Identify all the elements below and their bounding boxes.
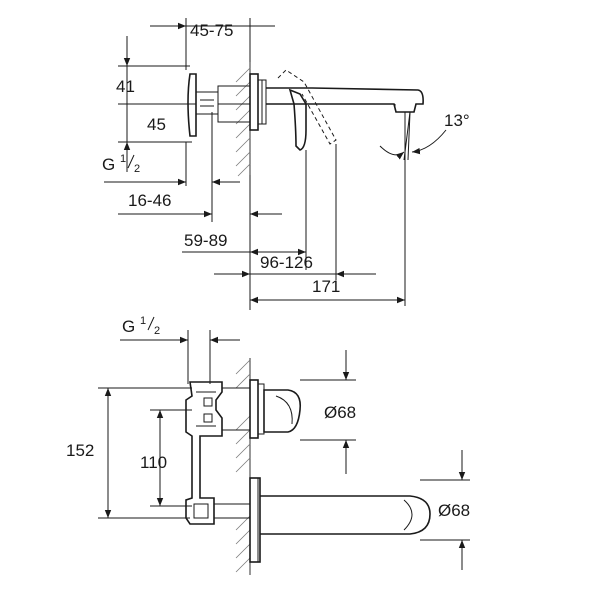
dim-label-41: 41: [116, 77, 135, 96]
thread-den-front: 2: [154, 325, 160, 337]
escutcheon-plate: [249, 73, 267, 131]
dim-16-46: 16-46: [118, 175, 282, 310]
thread-g-top: G: [102, 155, 115, 174]
concealed-body-front: [185, 381, 250, 525]
dia-label-handle: Ø68: [324, 403, 356, 422]
thread-num-front: 1: [140, 315, 146, 327]
spout-front: [249, 477, 431, 563]
thread-num-top: 1: [120, 153, 126, 165]
dim-110: 110: [140, 409, 192, 507]
dim-label-171: 171: [312, 277, 340, 296]
concealed-valve-body: [187, 73, 251, 137]
dim-96-126: 96-126: [214, 144, 376, 280]
dim-label-59-89: 59-89: [184, 231, 227, 250]
angle-13deg: 13°: [379, 111, 470, 161]
dim-dia-spout: Ø68: [420, 450, 470, 570]
dim-dia-handle: Ø68: [300, 350, 356, 474]
dim-label-110: 110: [140, 453, 167, 472]
wall-section-top: [235, 62, 251, 177]
wall-section-front: [235, 358, 251, 575]
dim-label-16-46: 16-46: [128, 191, 171, 210]
thread-callout-front: G 1 2: [120, 315, 240, 384]
thread-callout-top: G 1 2: [102, 112, 240, 222]
dim-label-96-126: 96-126: [260, 253, 313, 272]
dim-label-45: 45: [147, 115, 166, 134]
dim-59-89: 59-89: [182, 150, 307, 270]
handle-escutcheon-front: [249, 379, 302, 439]
thread-g-front: G: [122, 317, 135, 336]
spout-side: [266, 87, 424, 113]
angle-label-13: 13°: [444, 111, 470, 130]
dim-45-75: 45-75: [150, 18, 275, 70]
dim-label-152: 152: [66, 441, 94, 460]
dim-label-45-75: 45-75: [190, 21, 233, 40]
dia-label-spout: Ø68: [438, 501, 470, 520]
dim-171: 171: [250, 112, 406, 306]
dim-41-45: 41 45: [116, 36, 196, 172]
lever-handle-side: [277, 69, 337, 151]
dim-152: 152: [66, 387, 192, 519]
thread-den-top: 2: [134, 163, 140, 175]
side-view: 45-75 41 45 G 1 2: [102, 18, 470, 310]
front-view: G 1 2 152 110 Ø68: [66, 315, 470, 575]
